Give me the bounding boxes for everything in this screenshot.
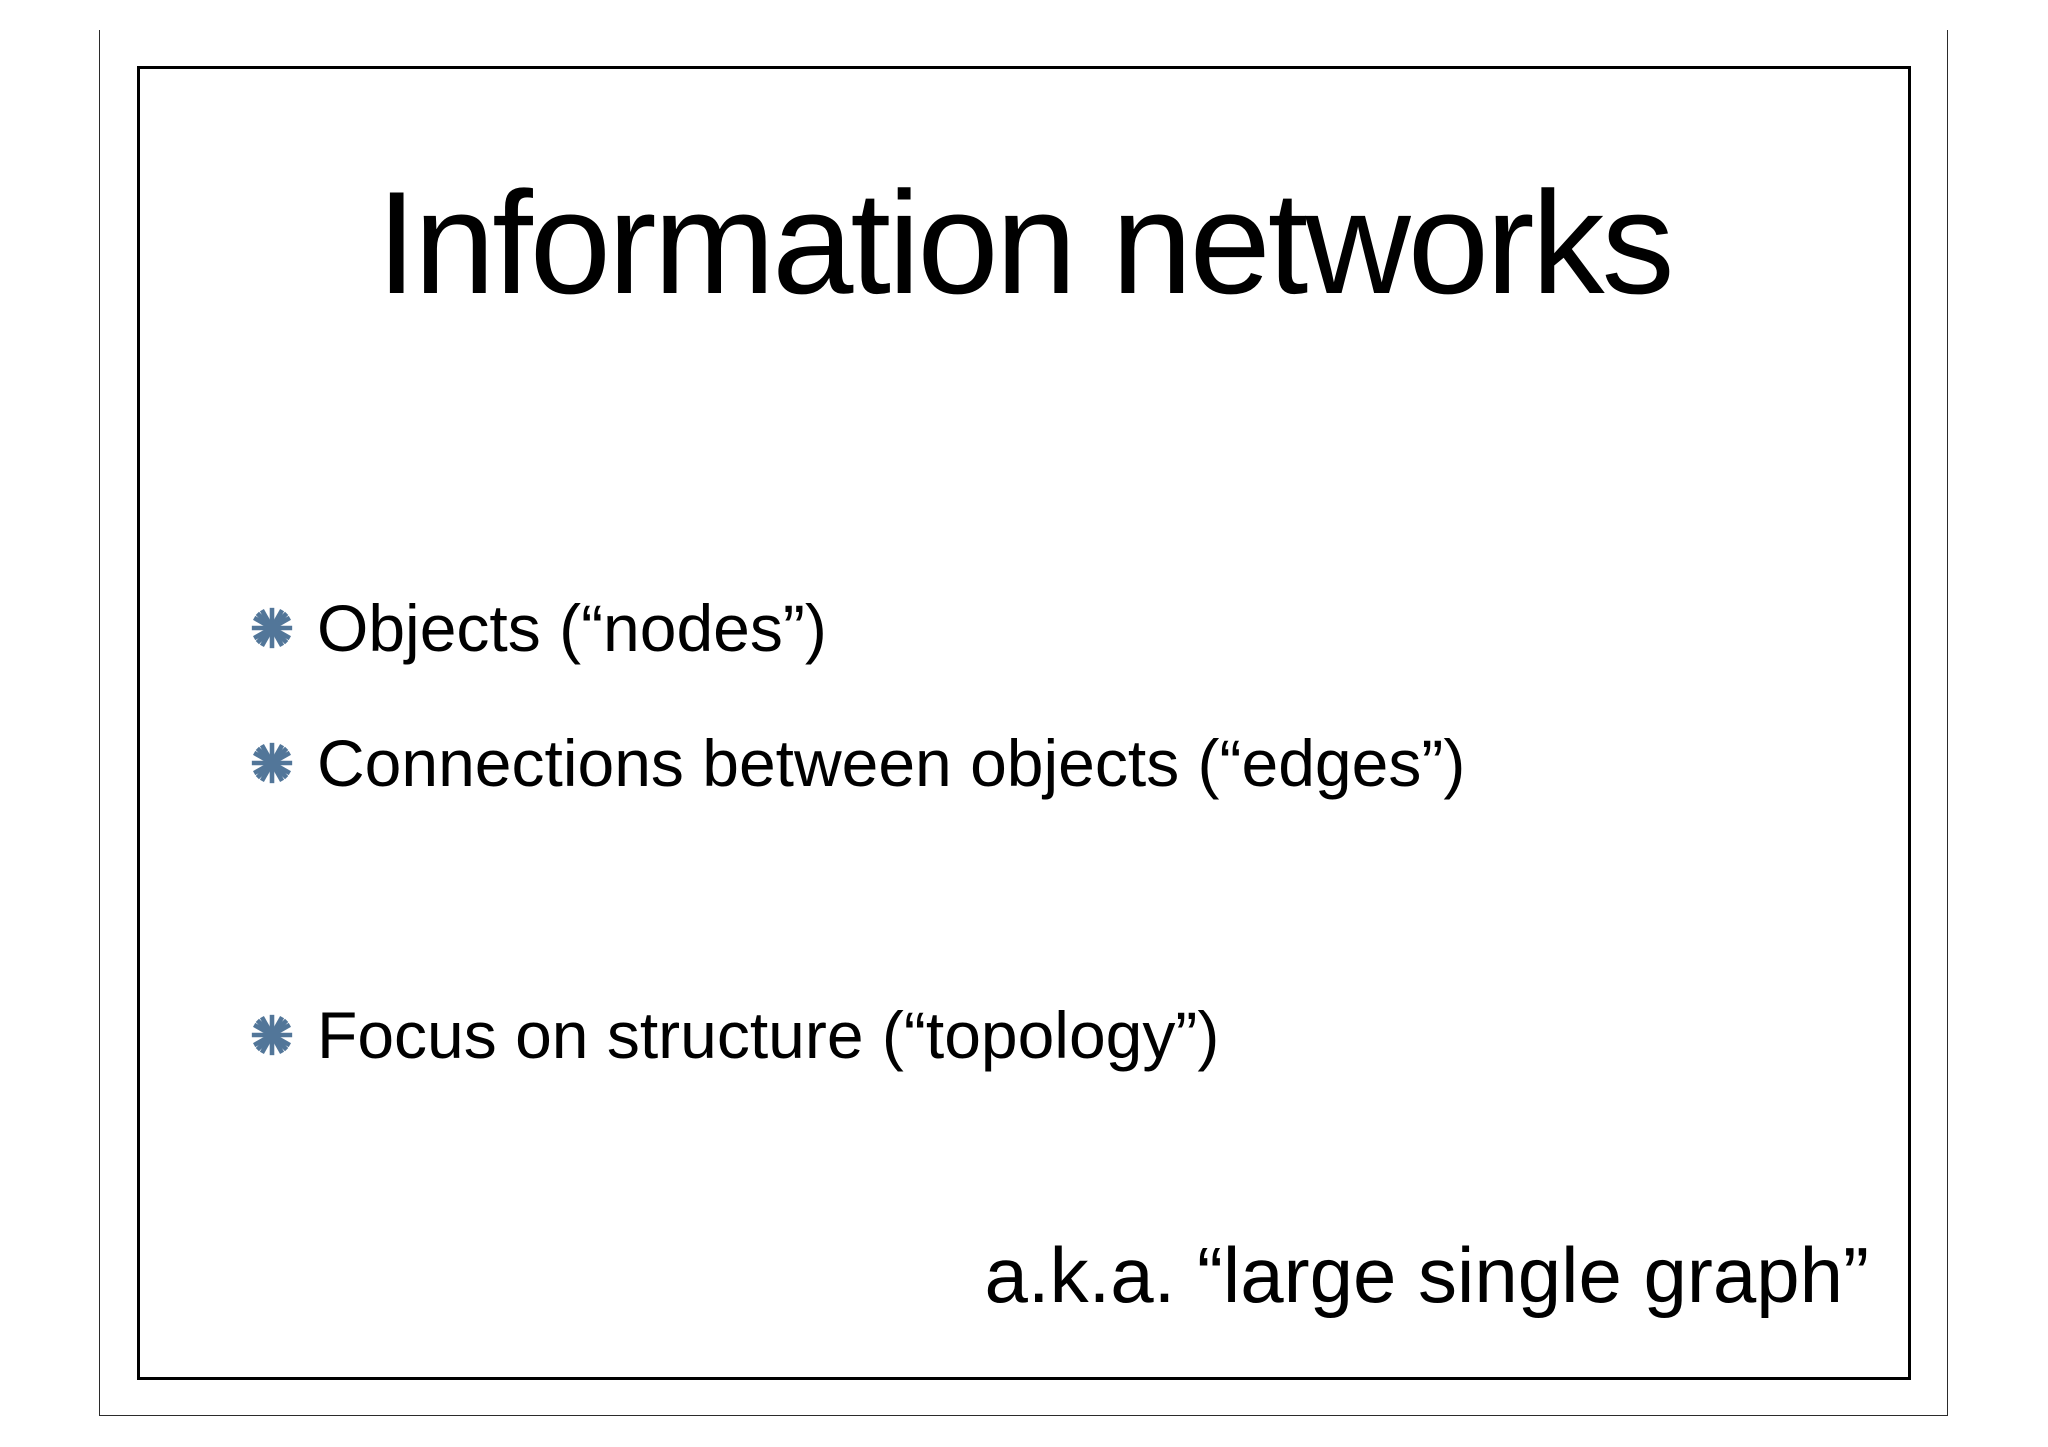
asterisk-bullet-icon <box>250 741 294 785</box>
bullet-item: Connections between objects (“edges”) <box>250 730 1465 796</box>
bullet-text: Connections between objects (“edges”) <box>317 726 1466 800</box>
footnote-text: a.k.a. “large single graph” <box>984 1231 1869 1319</box>
bullet-text: Focus on structure (“topology”) <box>317 998 1220 1072</box>
slide-title: Information networks <box>376 161 1674 324</box>
bullet-item: Objects (“nodes”) <box>250 595 827 661</box>
bullet-text: Objects (“nodes”) <box>317 591 827 665</box>
page-border <box>99 30 1948 1416</box>
bullet-item: Focus on structure (“topology”) <box>250 1002 1219 1068</box>
asterisk-bullet-icon <box>250 606 294 650</box>
slide-frame <box>137 66 1911 1380</box>
asterisk-bullet-icon <box>250 1013 294 1057</box>
